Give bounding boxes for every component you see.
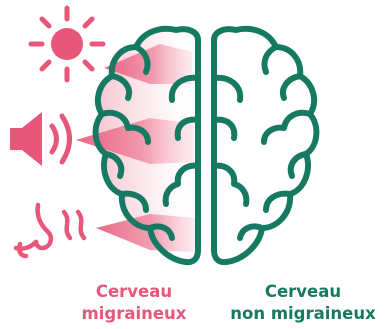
caption-migraine-line1: Cerveau: [54, 281, 214, 303]
smell-beam: [96, 214, 196, 252]
nose-icon: [16, 205, 84, 256]
caption-non-migraine-brain: Cerveau non migraineux: [223, 281, 383, 325]
caption-non-migraine-line1: Cerveau: [223, 281, 383, 303]
sun-icon: [31, 8, 103, 80]
caption-migraine-line2: migraineux: [54, 303, 214, 325]
speaker-icon: [10, 112, 70, 166]
caption-non-migraine-line2: non migraineux: [223, 303, 383, 325]
caption-migraine-brain: Cerveau migraineux: [54, 281, 214, 325]
